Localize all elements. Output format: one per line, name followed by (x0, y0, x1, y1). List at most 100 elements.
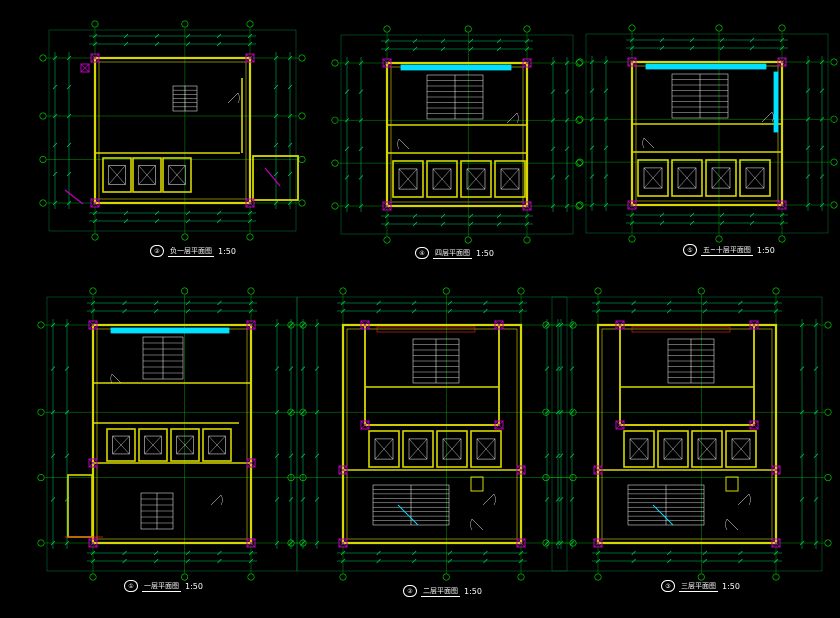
floor-plan-p1 (39, 20, 306, 241)
axis-bubble-bottom (778, 235, 786, 243)
dimension-tick (64, 453, 70, 459)
dimension-tick (689, 37, 695, 43)
stair-flight (372, 484, 450, 526)
dimension-tick (217, 300, 222, 306)
dimension-tick (123, 210, 129, 216)
axis-bubble-right (824, 321, 832, 329)
elevator-cross (466, 168, 486, 190)
column-hatch (360, 320, 370, 330)
elevator-wall (470, 430, 502, 468)
dimension-tick (719, 212, 725, 218)
dimension-tick (52, 171, 58, 177)
dimension-tick (358, 146, 364, 152)
dimension-frame (46, 296, 298, 572)
door-leaf (111, 373, 122, 384)
exterior-wall-inner (98, 61, 247, 200)
elevator-shaft (691, 430, 723, 468)
column-hatch (627, 57, 637, 67)
elevator-shaft (705, 159, 737, 197)
elevator-car (144, 435, 162, 455)
elevator-car (108, 165, 126, 185)
column-hatch (494, 420, 504, 430)
elevator-wall (671, 159, 703, 197)
elevator-cross (476, 438, 496, 460)
dimension-tick (550, 175, 556, 180)
door-leaf (227, 92, 239, 104)
column-outline (80, 63, 90, 73)
door-swing (725, 518, 739, 531)
dimension-tick (122, 550, 127, 556)
axis-bubble-bottom (246, 233, 254, 241)
axis-grid (331, 25, 583, 244)
elevator-car (663, 438, 683, 460)
dimension-tick (273, 171, 279, 177)
dimension-tick (153, 550, 159, 556)
column-outline (627, 57, 637, 67)
column-hatch (516, 465, 526, 475)
column-hatch (522, 58, 532, 68)
dimension-tick (689, 45, 695, 51)
door-swing (506, 112, 519, 124)
dimension-tick (185, 218, 191, 224)
dimension-tick (287, 84, 293, 90)
dimension-tick (689, 212, 695, 218)
dimension-frame (340, 34, 574, 235)
dimension-tick (564, 175, 570, 180)
elevator-shaft (426, 160, 458, 198)
caption-fourth-floor-plan: ④ 四层平面图 1:50 (415, 247, 494, 259)
dimension-tick (819, 88, 825, 93)
dimension-tick (819, 145, 825, 151)
dimension-tick (358, 175, 364, 180)
column-hatch (749, 320, 759, 330)
axis-bubble-top (628, 24, 636, 32)
dimension-tick (314, 453, 320, 459)
window-strip (645, 63, 767, 70)
column-hatch (516, 538, 526, 548)
door-leaf (482, 493, 495, 506)
dimension-tick (154, 210, 160, 216)
dimension-tick (288, 497, 294, 502)
column-outline (593, 465, 603, 475)
axis-bubble-left (542, 539, 550, 547)
dimension-tick (440, 221, 446, 227)
stair-flight (671, 73, 729, 119)
column-outline (771, 465, 781, 475)
axis-bubble-left (37, 474, 45, 482)
caption-basement-plan: ② 负一层平面图 1:50 (150, 245, 236, 257)
door-swing (761, 111, 774, 123)
axis-bubble-bottom (697, 573, 705, 581)
dimension-tick (123, 218, 129, 224)
dimension-tick (719, 220, 725, 226)
caption-second-floor-plan: ② 二层平面图 1:50 (403, 585, 482, 597)
dimension-tick (544, 453, 550, 459)
shaft (725, 476, 739, 492)
door-arc (237, 92, 240, 104)
dimension-tick (287, 142, 293, 148)
door-leaf (761, 111, 773, 123)
column-hatch (593, 465, 603, 475)
shaft (470, 476, 484, 492)
column-hatch (338, 465, 348, 475)
dimension-tick (412, 46, 418, 52)
axis-bubble-right (830, 158, 838, 166)
dimension-tick (358, 89, 364, 94)
caption-number: ③ (661, 580, 675, 592)
elevator-cross (176, 435, 194, 455)
caption-title: 五~十层平面图 (701, 245, 753, 256)
exterior-wall-inner (346, 328, 518, 540)
caption-scale: 1:50 (722, 581, 740, 591)
column-hatch (245, 53, 255, 63)
axis-grid (576, 24, 838, 243)
stair-direction (397, 504, 419, 526)
axis-bubble-left (37, 408, 45, 416)
axis-bubble-bottom (594, 573, 602, 581)
elevator-cross (677, 167, 697, 189)
column-hatch (627, 200, 637, 210)
dimension-tick (440, 46, 446, 52)
elevator-car (374, 438, 394, 460)
elevator-cross (432, 168, 452, 190)
elevator-shaft (436, 430, 468, 468)
axis-bubble-right (830, 58, 838, 66)
column-outline (382, 58, 392, 68)
caption-title: 三层平面图 (679, 581, 718, 592)
